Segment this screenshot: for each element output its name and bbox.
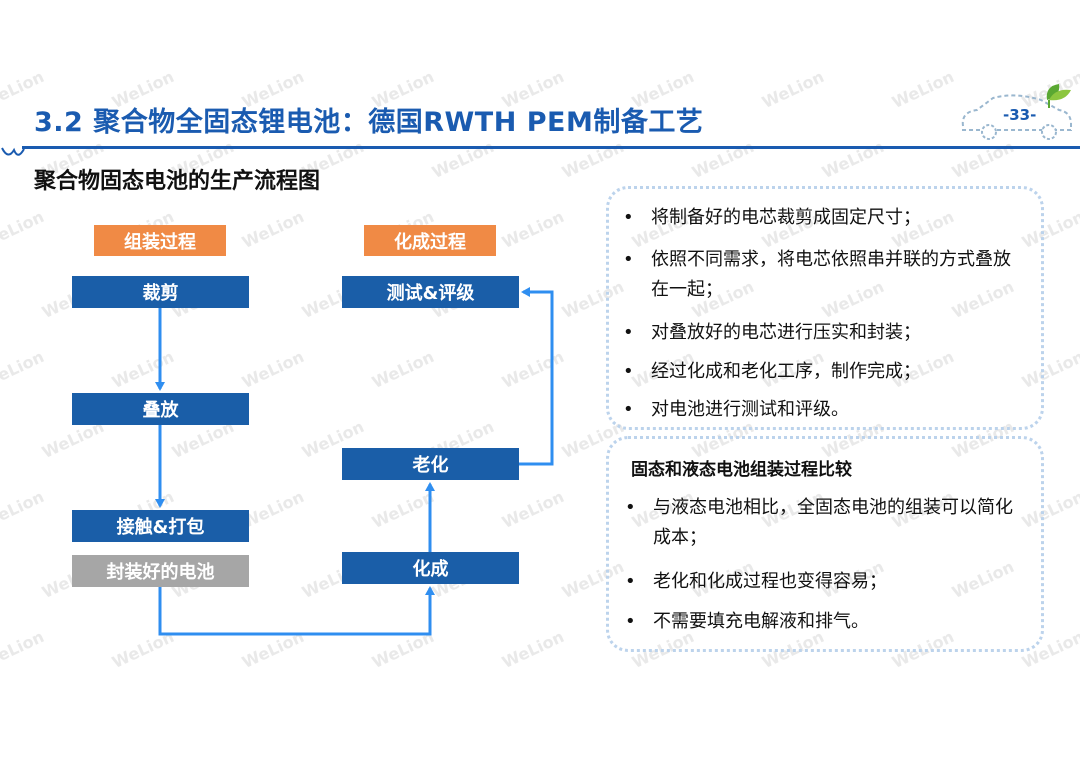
bullet-item: • 对叠放好的电芯进行压实和封装； [623, 318, 1023, 382]
bullet-text: 将制备好的电芯裁剪成固定尺寸； [651, 207, 921, 228]
bullet-dot: • [623, 361, 634, 382]
arrow-battery-to-formation [158, 586, 435, 636]
step-contact-pack: 接触&打包 [72, 510, 249, 542]
bullet-text: 对电池进行测试和评级。 [651, 399, 849, 420]
comparison-title: 固态和液态电池组装过程比较 [631, 460, 852, 480]
bullet-item: • 不需要填充电解液和排气。 [625, 607, 1025, 671]
bullet-item: • 对电池进行测试和评级。 [623, 395, 1023, 459]
arrow-aging-to-test [519, 287, 554, 466]
comparison-list: • 与液态电池相比，全固态电池的组装可以简化成本； • 老化和化成过程也变得容易； • 不… [625, 493, 1035, 643]
bullet-dot: • [623, 207, 634, 228]
step-aging: 老化 [342, 448, 519, 480]
process-notes-list: • 将制备好的电芯裁剪成固定尺寸； • 依照不同需求，将电芯依照串并联的方式叠放在一起… [623, 203, 1033, 423]
step-cut: 裁剪 [72, 276, 249, 308]
step-formation: 化成 [342, 552, 519, 584]
bullet-dot: • [623, 249, 634, 270]
bullet-text: 依照不同需求，将电芯依照串并联的方式叠放在一起； [651, 249, 1011, 300]
bullet-item: • 与液态电池相比，全固态电池的组装可以简化成本； [625, 493, 1025, 557]
bullet-text: 老化和化成过程也变得容易； [653, 571, 887, 592]
eco-car-icon [961, 84, 1072, 140]
bullet-dot: • [625, 611, 636, 632]
assembly-stage-label: 组装过程 [94, 225, 226, 256]
section-subtitle: 聚合物固态电池的生产流程图 [34, 169, 321, 194]
car-logo: -33- [955, 82, 1080, 148]
bullet-item: • 经过化成和老化工序，制作完成； [623, 357, 1023, 421]
bullet-item: • 老化和化成过程也变得容易； [625, 567, 1025, 631]
bullet-text: 与液态电池相比，全固态电池的组装可以简化成本； [653, 497, 1013, 548]
bullet-dot: • [625, 571, 636, 592]
formation-stage-label: 化成过程 [364, 225, 496, 256]
step-sealed-battery: 封装好的电池 [72, 555, 249, 587]
step-stack: 叠放 [72, 393, 249, 425]
bullet-dot: • [623, 322, 634, 343]
bullet-text: 对叠放好的电芯进行压实和封装； [651, 322, 921, 343]
process-notes-panel: • 将制备好的电芯裁剪成固定尺寸； • 依照不同需求，将电芯依照串并联的方式叠放在一起… [606, 186, 1044, 430]
title-underline [1, 146, 1080, 156]
bullet-item: • 依照不同需求，将电芯依照串并联的方式叠放在一起； [623, 245, 1023, 309]
comparison-panel: 固态和液态电池组装过程比较 • 与液态电池相比，全固态电池的组装可以简化成本； • 老… [606, 436, 1044, 652]
page-title: 3.2 聚合物全固态锂电池：德国RWTH PEM制备工艺 [34, 107, 704, 138]
bullet-dot: • [623, 399, 634, 420]
bullet-item: • 将制备好的电芯裁剪成固定尺寸； [623, 203, 1023, 267]
step-test-grade: 测试&评级 [342, 276, 519, 308]
page-number: -33- [1003, 106, 1037, 124]
bullet-text: 经过化成和老化工序，制作完成； [651, 361, 921, 382]
bullet-dot: • [625, 497, 636, 518]
bullet-text: 不需要填充电解液和排气。 [653, 611, 869, 632]
